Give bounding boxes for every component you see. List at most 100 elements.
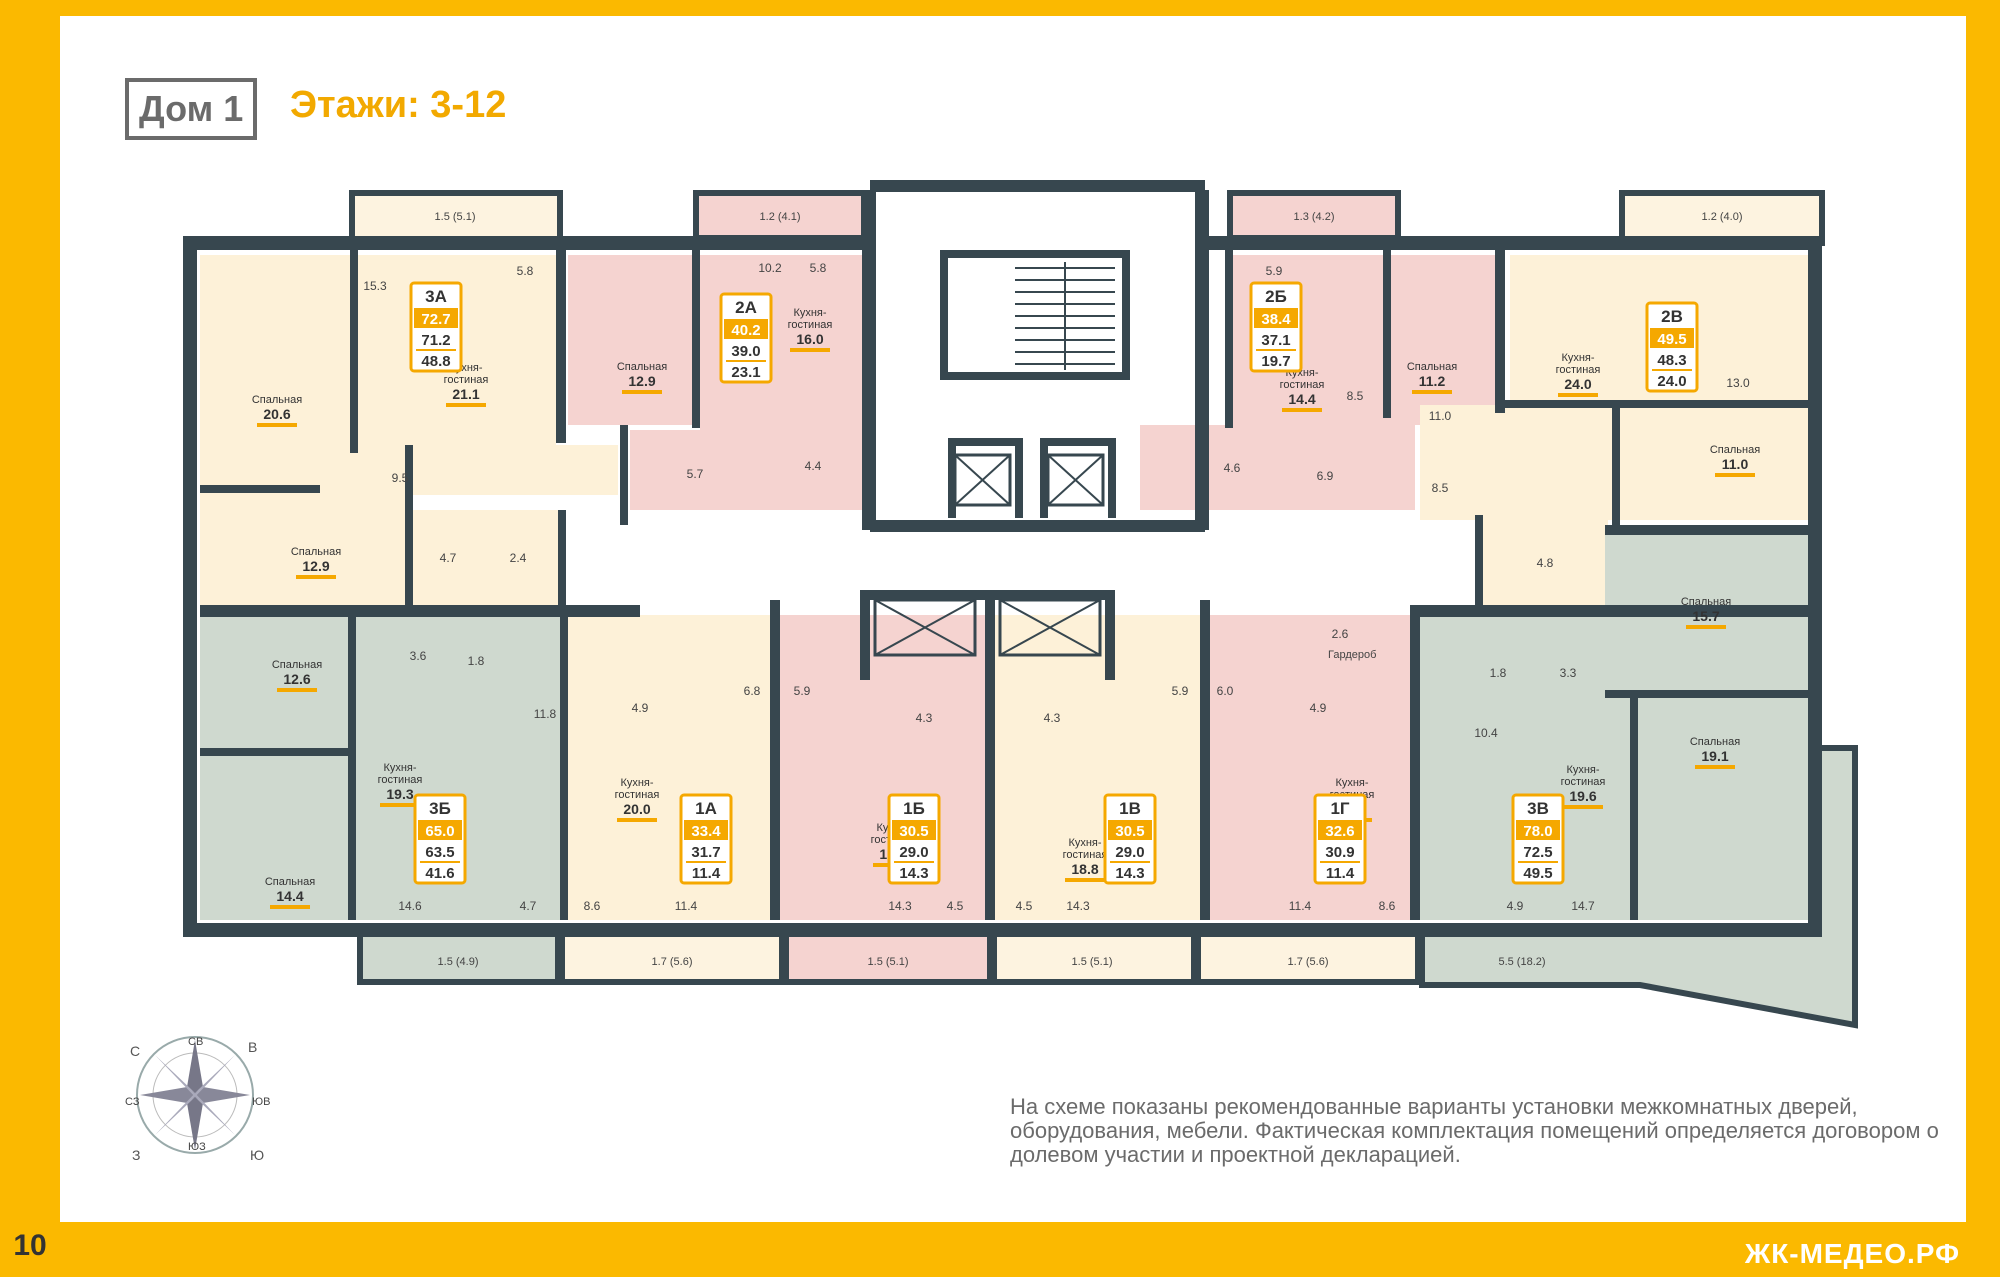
aux-area: 5.8 bbox=[810, 261, 827, 275]
apartment-total-area: 78.0 bbox=[1523, 823, 1552, 840]
room-label: Кухня- bbox=[383, 762, 416, 774]
aux-area: 4.4 bbox=[805, 459, 822, 473]
badge-total-bg bbox=[892, 820, 936, 840]
room-label: Кухня- bbox=[620, 777, 653, 789]
room-area: 12.9 bbox=[628, 373, 655, 389]
website-link[interactable]: ЖК-МЕДЕО.РФ bbox=[1744, 1238, 1960, 1269]
house-title: Дом 1 bbox=[125, 78, 258, 140]
apartment-living-area: 29.0 bbox=[899, 844, 928, 861]
room-area: 12.6 bbox=[283, 671, 310, 687]
room-label: Кухня- bbox=[1335, 777, 1368, 789]
badge-total-bg bbox=[1650, 328, 1694, 348]
apartment-rooms-area: 14.3 bbox=[1115, 865, 1144, 882]
compass-se: ЮВ bbox=[252, 1096, 270, 1108]
room-label: Спальная bbox=[291, 546, 341, 558]
badge-total-bg bbox=[1516, 820, 1560, 840]
apartment-code: 3А bbox=[425, 287, 447, 306]
aux-area: 11.8 bbox=[534, 707, 557, 721]
room-label: гостиная bbox=[788, 319, 833, 331]
apartment-rooms-area: 14.3 bbox=[899, 865, 928, 882]
compass-s: Ю bbox=[250, 1147, 264, 1163]
apartment-rooms-area: 49.5 bbox=[1523, 865, 1552, 882]
area-underline bbox=[1558, 393, 1598, 397]
balcony-area: 1.7 (5.6) bbox=[1288, 956, 1329, 968]
aux-area: 3.6 bbox=[410, 649, 427, 663]
aux-area: 5.9 bbox=[1172, 684, 1189, 698]
room-label: Спальная bbox=[1681, 596, 1731, 608]
room-area: 14.4 bbox=[1288, 391, 1315, 407]
room-label: Кухня- bbox=[1561, 352, 1594, 364]
balcony-area: 1.5 (5.1) bbox=[435, 211, 476, 223]
room-label: гостиная bbox=[615, 789, 660, 801]
room-area: 20.0 bbox=[623, 801, 650, 817]
area-underline bbox=[622, 390, 662, 394]
page-number: 10 bbox=[0, 1215, 60, 1277]
frame-right bbox=[1966, 0, 2000, 1277]
aux-area: 1.8 bbox=[468, 654, 485, 668]
apartment-code: 2В bbox=[1661, 307, 1683, 326]
aux-area: 8.5 bbox=[1432, 481, 1449, 495]
aux-area: 4.7 bbox=[520, 899, 537, 913]
room-label: Спальная bbox=[265, 876, 315, 888]
apartment-total-area: 32.6 bbox=[1325, 823, 1354, 840]
compass-rose: С В З Ю СВ СЗ ЮВ ЮЗ bbox=[125, 1036, 270, 1163]
apartment-living-area: 71.2 bbox=[421, 332, 450, 349]
aux-area: 10.2 bbox=[758, 261, 782, 275]
apartment-rooms-area: 11.4 bbox=[1326, 865, 1355, 882]
room-area: 21.1 bbox=[452, 386, 479, 402]
room-area: 14.4 bbox=[276, 888, 303, 904]
compass-w: З bbox=[132, 1147, 140, 1163]
balcony-area: 1.5 (5.1) bbox=[1072, 956, 1113, 968]
room-area: 15.7 bbox=[1692, 608, 1719, 624]
aux-area: 14.6 bbox=[398, 899, 422, 913]
room-label: Кухня- bbox=[793, 307, 826, 319]
apartment-code: 2Б bbox=[1265, 287, 1287, 306]
balcony-area: 1.7 (5.6) bbox=[652, 956, 693, 968]
area-underline bbox=[617, 818, 657, 822]
stairs bbox=[1015, 262, 1115, 370]
aux-area: 10.4 bbox=[1474, 726, 1498, 740]
area-underline bbox=[1412, 390, 1452, 394]
room-label: гостиная bbox=[444, 374, 489, 386]
apartment-badge[interactable]: 3В 78.0 72.5 49.5 bbox=[1511, 793, 1565, 885]
apartment-code: 3В bbox=[1527, 799, 1549, 818]
room-area: 11.2 bbox=[1419, 373, 1446, 389]
room-label: Спальная bbox=[1690, 736, 1740, 748]
badge-total-bg bbox=[1108, 820, 1152, 840]
apartment-living-area: 37.1 bbox=[1261, 332, 1290, 349]
apartment-code: 1В bbox=[1119, 799, 1141, 818]
apartment-code: 3Б bbox=[429, 799, 451, 818]
area-underline bbox=[1282, 408, 1322, 412]
compass-nw: СЗ bbox=[125, 1096, 140, 1108]
aux-area: 4.3 bbox=[916, 711, 933, 725]
aux-area: 4.5 bbox=[947, 899, 964, 913]
aux-area: 5.9 bbox=[1266, 264, 1283, 278]
apartment-total-area: 65.0 bbox=[425, 823, 454, 840]
floors-title: Этажи: 3-12 bbox=[290, 84, 507, 126]
room-label: Кухня- bbox=[1068, 837, 1101, 849]
room-labels: Спальная20.6Спальная12.9Кухня-гостиная21… bbox=[252, 307, 1760, 909]
apartment-total-area: 33.4 bbox=[691, 823, 721, 840]
apartment-living-area: 30.9 bbox=[1325, 844, 1354, 861]
badge-total-bg bbox=[684, 820, 728, 840]
apartment-living-area: 72.5 bbox=[1523, 844, 1552, 861]
